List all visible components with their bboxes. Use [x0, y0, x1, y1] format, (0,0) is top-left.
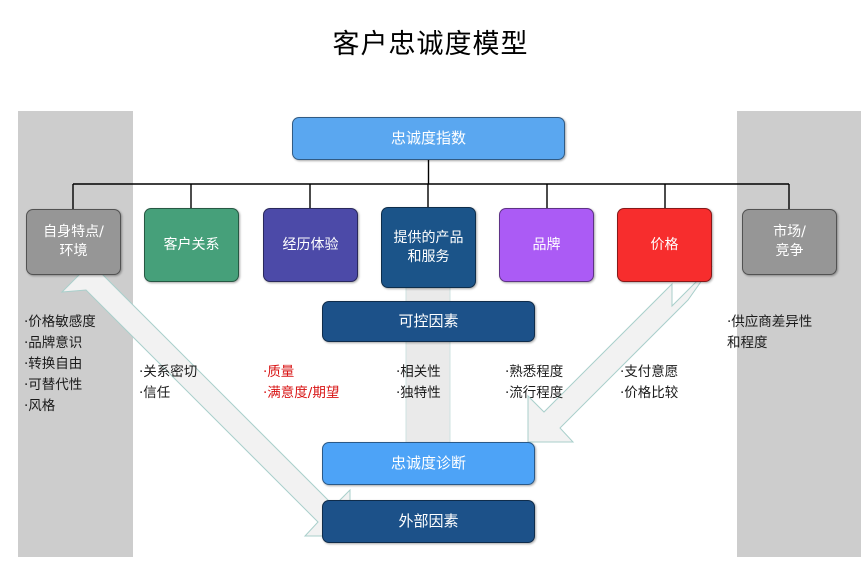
factor-box-market[interactable]: 市场/ 竞争: [742, 209, 837, 275]
bullets-experience: ·质量 ·满意度/期望: [263, 364, 340, 401]
right-context-panel: [737, 111, 861, 557]
factor-box-price[interactable]: 价格: [617, 208, 712, 282]
bullets-brand: ·熟悉程度 ·流行程度: [505, 364, 564, 401]
factor-label-price: 价格: [650, 236, 679, 253]
factor-box-product[interactable]: 提供的产品 和服务: [381, 207, 476, 288]
factor-label-relation: 客户关系: [163, 236, 220, 253]
factor-label-market: 市场/ 竞争: [773, 224, 806, 259]
factor-label-experience: 经历体验: [282, 236, 339, 253]
factor-box-self[interactable]: 自身特点/ 环境: [26, 209, 121, 275]
factor-label-self: 自身特点/ 环境: [43, 224, 104, 259]
bullets-self-attributes: ·价格敏感度 ·品牌意识 ·转换自由 ·可替代性 ·风格: [24, 314, 96, 414]
loyalty-diagnosis-label: 忠诚度诊断: [390, 454, 466, 473]
external-factors-box[interactable]: 外部因素: [322, 500, 535, 543]
controllable-factors-label: 可控因素: [398, 312, 459, 331]
loyalty-diagnosis-box[interactable]: 忠诚度诊断: [322, 442, 535, 485]
factor-label-brand: 品牌: [532, 236, 561, 253]
bullets-product-service: ·相关性 ·独特性: [396, 364, 441, 401]
page-title: 客户忠诚度模型: [332, 29, 529, 60]
bullets-market-competition: ·供应商差异性 和程度: [727, 314, 813, 351]
bullets-price: ·支付意愿 ·价格比较: [620, 364, 679, 401]
controllable-factors-box[interactable]: 可控因素: [322, 301, 535, 342]
loyalty-index-box[interactable]: 忠诚度指数: [292, 117, 565, 160]
bullets-customer-relationship: ·关系密切 ·信任: [139, 364, 198, 401]
external-factors-label: 外部因素: [398, 512, 459, 531]
factor-box-experience[interactable]: 经历体验: [263, 208, 358, 282]
loyalty-index-label: 忠诚度指数: [390, 129, 466, 148]
factor-box-relation[interactable]: 客户关系: [144, 208, 239, 282]
factor-label-product: 提供的产品 和服务: [393, 229, 464, 265]
arrow-up-right: [527, 265, 713, 443]
factor-box-brand[interactable]: 品牌: [499, 208, 594, 282]
